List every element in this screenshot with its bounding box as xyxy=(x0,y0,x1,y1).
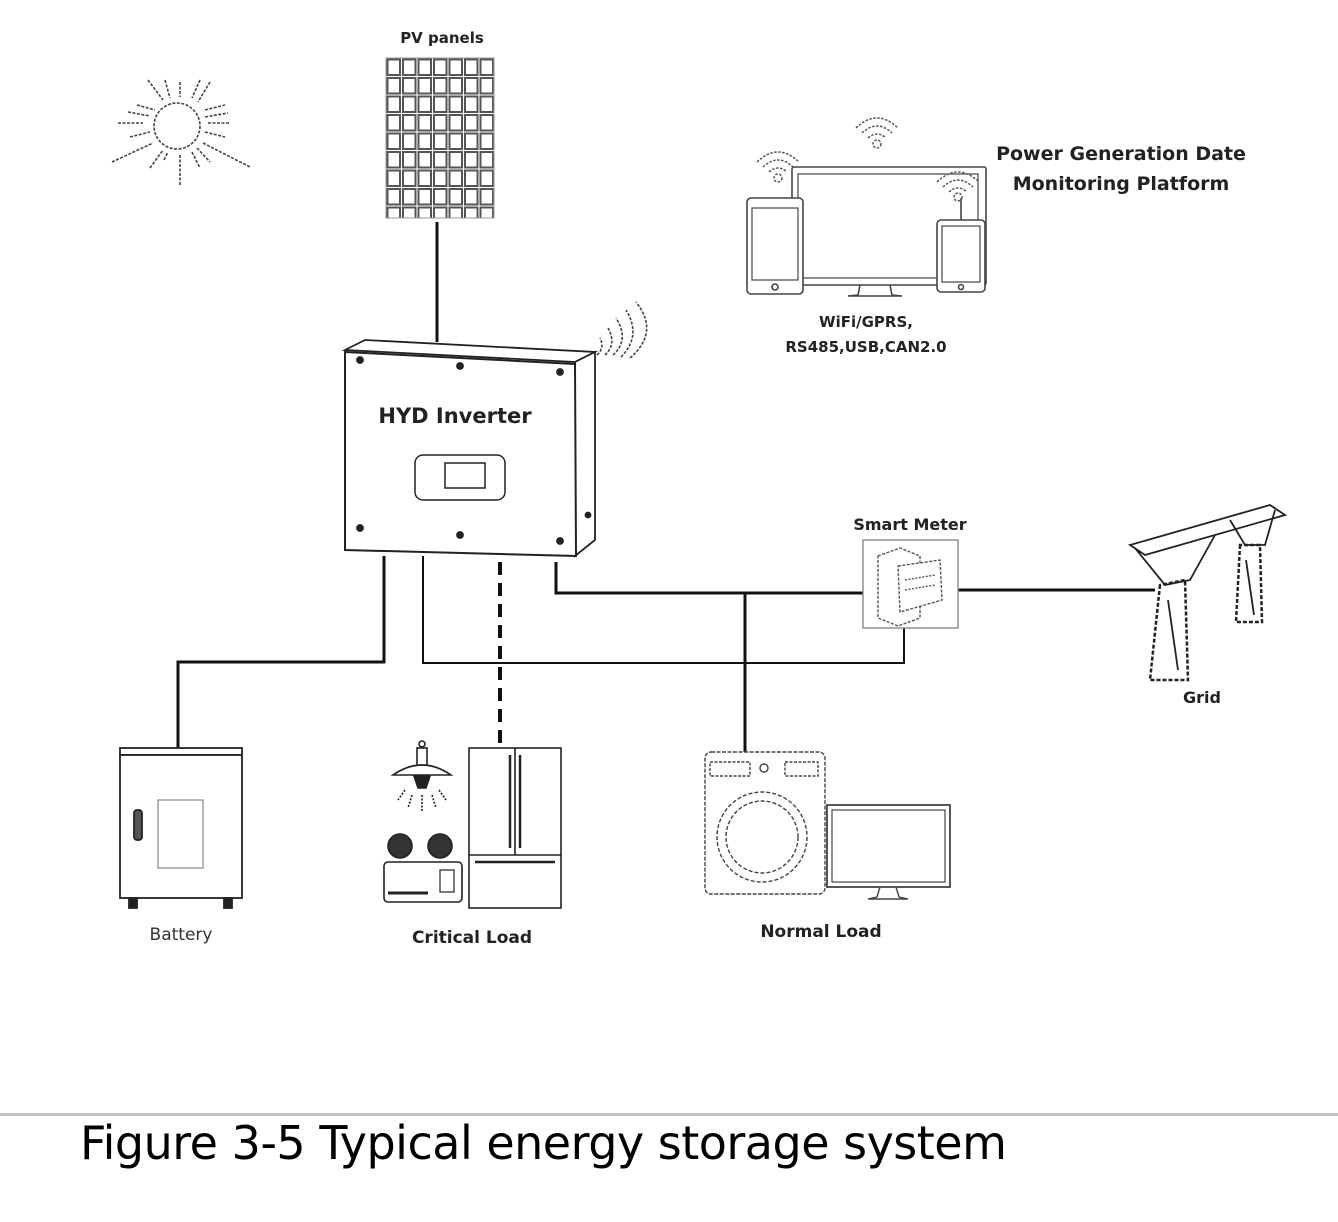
inverter-to-battery-line xyxy=(176,556,386,748)
inverter-icon xyxy=(341,339,599,558)
energy-storage-diagram: PV panels Power Generation Date Monitori… xyxy=(111,29,1288,948)
wireless-signal-icon xyxy=(596,301,648,359)
platform-title-line2: Monitoring Platform xyxy=(1013,173,1230,195)
emergency-light-icon xyxy=(383,833,463,903)
connection-lines xyxy=(176,222,1155,752)
normal-load-label: Normal Load xyxy=(760,922,881,942)
power-tower-icon xyxy=(1127,504,1288,682)
normal-load-icon xyxy=(704,751,951,900)
platform-title-line1: Power Generation Date xyxy=(996,143,1246,165)
figure-caption: Figure 3-5 Typical energy storage system xyxy=(80,1116,1007,1170)
smart-meter-label: Smart Meter xyxy=(853,515,966,534)
inverter-label: HYD Inverter xyxy=(378,404,532,428)
smart-meter-icon xyxy=(862,539,959,629)
sun-icon xyxy=(111,79,251,185)
comm-label-line2: RS485,USB,CAN2.0 xyxy=(785,338,946,356)
critical-load-label: Critical Load xyxy=(412,928,532,948)
inverter-to-meter-line xyxy=(554,562,878,595)
solar-panel-icon xyxy=(385,57,495,219)
critical-load-icon xyxy=(383,740,562,909)
comm-label-line1: WiFi/GPRS, xyxy=(819,313,913,331)
devices-icon xyxy=(746,166,987,297)
pv-panels-label: PV panels xyxy=(400,29,484,47)
grid-label: Grid xyxy=(1183,688,1221,707)
caption-divider xyxy=(0,1113,1338,1116)
lamp-icon xyxy=(390,740,454,812)
meter-ct-line xyxy=(422,556,905,664)
wifi-icon xyxy=(756,117,980,202)
battery-label: Battery xyxy=(150,925,213,945)
battery-cabinet-icon xyxy=(119,747,243,909)
